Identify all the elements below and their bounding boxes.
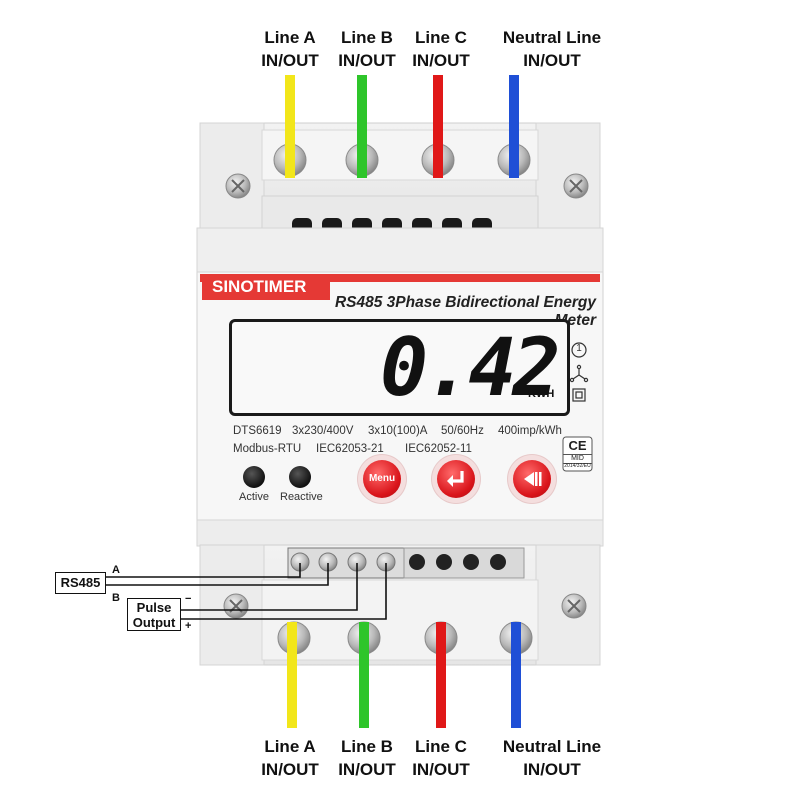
reactive-led [289, 466, 311, 488]
spec-model: DTS6619 [233, 425, 282, 437]
spec-current: 3x10(100)A [368, 425, 428, 437]
lcd-display [229, 319, 570, 416]
menu-button-label: Menu [368, 473, 396, 484]
back-button[interactable] [513, 460, 551, 498]
pulse-label-1: Pulse [136, 600, 172, 615]
terminal-b-label: B [112, 592, 120, 604]
reactive-label: Reactive [280, 491, 323, 503]
double-insulation-icon [572, 388, 586, 402]
brand-logo: SINOTIMER [202, 274, 330, 300]
pulse-minus-sign: − [185, 593, 192, 605]
pulse-output-label: Pulse Output [127, 598, 181, 631]
energy-reading: 0.42 [380, 321, 561, 414]
active-led [243, 466, 265, 488]
indicator-circle-icon [571, 342, 587, 358]
pulse-plus-sign: + [185, 620, 192, 632]
pulse-label-2: Output [132, 615, 176, 630]
spec-constant: 400imp/kWh [498, 425, 562, 437]
spec-standard-1: IEC62053-21 [316, 443, 384, 455]
mid-mark: MID [563, 454, 592, 464]
spec-voltage: 3x230/400V [292, 425, 354, 437]
mid-directive: 2014/32/EU [564, 463, 591, 469]
product-title: RS485 3Phase Bidirectional Energy Meter [334, 294, 596, 329]
menu-button[interactable]: Menu [363, 460, 401, 498]
enter-arrow-icon [447, 471, 464, 487]
enter-button[interactable] [437, 460, 475, 498]
spec-protocol: Modbus-RTU [233, 443, 302, 455]
indicator-number: 1 [576, 343, 582, 354]
active-label: Active [239, 491, 269, 503]
ce-mark: CE [568, 438, 587, 453]
terminal-a-label: A [112, 564, 120, 576]
spec-frequency: 50/60Hz [441, 425, 484, 437]
signal-wiring [105, 563, 387, 620]
back-arrow-icon [524, 472, 542, 486]
brand-stripe [200, 274, 600, 282]
rs485-label: RS485 [55, 572, 106, 594]
spec-standard-2: IEC62052-11 [405, 443, 472, 455]
energy-unit: KWH [528, 388, 555, 400]
phase-symbol-icon [569, 364, 589, 383]
